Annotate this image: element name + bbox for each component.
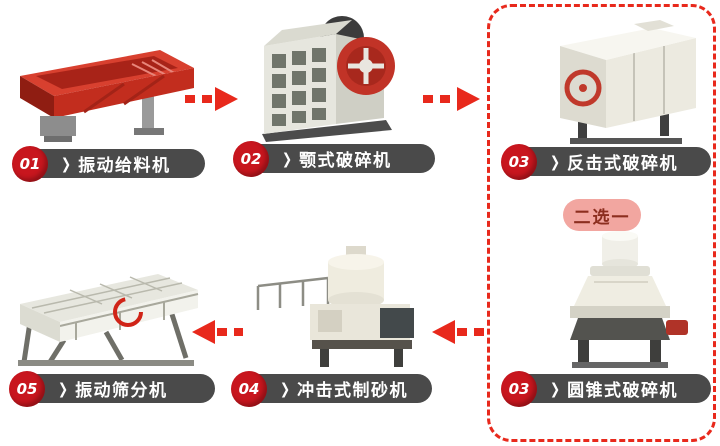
step-group-05: ❯ 振动筛分机 05 (9, 371, 215, 407)
cone-crusher-image (548, 224, 694, 372)
jaw-crusher-image (246, 4, 408, 144)
step-number-badge: 03 (501, 144, 537, 180)
step-number-badge: 04 (231, 371, 267, 407)
impact-crusher-image (534, 16, 708, 148)
step-group-04: ❯ 冲击式制砂机 04 (231, 371, 432, 407)
step-number-badge: 01 (12, 146, 48, 182)
chevron-icon: ❯ (58, 379, 69, 398)
step-number-badge: 03 (501, 371, 537, 407)
vsi-sand-maker-image (248, 246, 434, 372)
step-label: 圆锥式破碎机 (567, 381, 679, 401)
step-label: 振动给料机 (78, 156, 171, 176)
flow-arrow-right-icon (182, 85, 240, 113)
chevron-icon: ❯ (550, 379, 561, 398)
step-label: 反击式破碎机 (567, 154, 679, 174)
flow-arrow-right-icon (420, 85, 482, 113)
step-number-badge: 02 (233, 141, 269, 177)
vibrating-feeder-image (14, 36, 198, 148)
vibrating-screen-image (10, 260, 208, 372)
chevron-icon: ❯ (282, 149, 293, 168)
chevron-icon: ❯ (280, 379, 291, 398)
chevron-icon: ❯ (61, 154, 72, 173)
flow-arrow-left-icon (190, 318, 245, 346)
step-number-badge: 05 (9, 371, 45, 407)
choice-badge-text: 二选一 (573, 207, 631, 228)
step-group-03-impact: ❯ 反击式破碎机 03 (501, 144, 711, 180)
step-group-03-cone: ❯ 圆锥式破碎机 03 (501, 371, 711, 407)
step-group-01: ❯ 振动给料机 01 (12, 146, 205, 182)
step-label-pill: ❯ 圆锥式破碎机 (504, 374, 711, 403)
step-label-pill: ❯ 振动筛分机 (12, 374, 215, 403)
choice-badge: 二选一 (563, 199, 641, 231)
step-label: 振动筛分机 (75, 381, 168, 401)
step-label-pill: ❯ 冲击式制砂机 (234, 374, 432, 403)
chevron-icon: ❯ (550, 152, 561, 171)
step-label: 冲击式制砂机 (297, 381, 409, 401)
step-label: 颚式破碎机 (299, 151, 392, 171)
flow-arrow-left-icon (430, 318, 488, 346)
step-label-pill: ❯ 颚式破碎机 (236, 144, 435, 173)
choice-group-dashed-box (487, 4, 716, 442)
step-group-02: ❯ 颚式破碎机 02 (233, 141, 435, 177)
step-label-pill: ❯ 反击式破碎机 (504, 147, 711, 176)
